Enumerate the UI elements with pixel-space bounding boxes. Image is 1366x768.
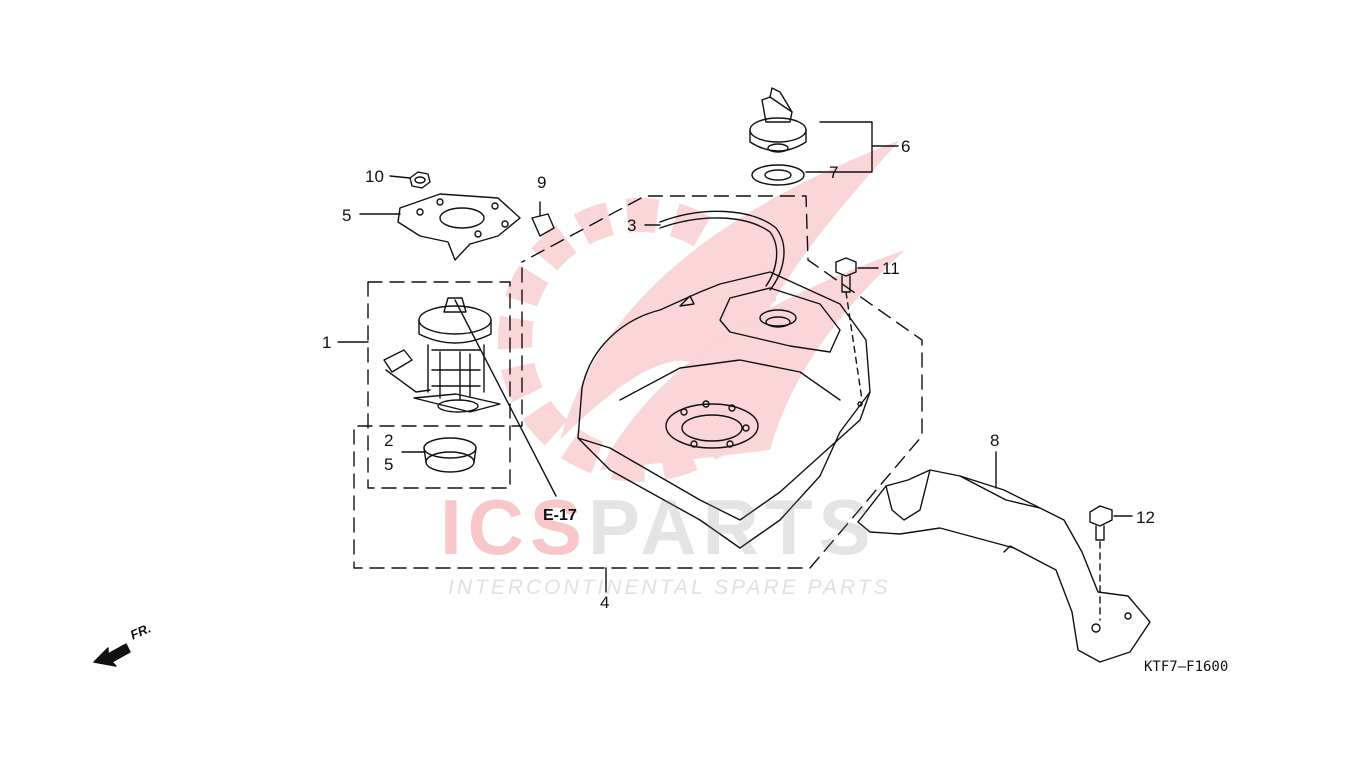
callout-5-seal: 5 [384,455,394,474]
cap-gasket [751,164,805,186]
pump-box-dashes [367,281,511,489]
watermark-subtitle: INTERCONTINENTAL SPARE PARTS [448,576,891,599]
bolt-11-dash [845,291,863,401]
watermark-emblem [498,140,905,482]
flange-nut [409,171,431,189]
ring-seal [659,210,785,291]
watermark-logo: ICSPARTS [440,488,877,566]
pump-seal [423,437,477,473]
callout-10: 10 [365,167,384,186]
callout-5-plate: 5 [342,206,352,225]
callout-3: 3 [627,216,637,235]
leader-pump-e17 [454,299,557,497]
setting-plate [397,193,521,261]
bolt-12 [1089,505,1113,541]
clip [531,201,555,237]
fuel-pump [383,297,501,413]
callout-7: 7 [829,163,839,182]
callout-2: 2 [384,431,394,450]
fuel-tank [577,271,871,549]
leader-10 [389,175,411,179]
reference-e17: E-17 [543,507,577,524]
front-direction-arrow [93,643,131,667]
fuel-cap [749,87,807,153]
tank-box-dashes [353,195,923,569]
callout-8: 8 [990,431,1000,450]
callout-6: 6 [901,137,911,156]
callout-1: 1 [322,333,332,352]
watermark-red-text: ICS [440,483,589,571]
callout-12: 12 [1136,508,1155,527]
watermark-gray-text: PARTS [588,483,877,571]
leader-6 [819,121,899,173]
tank-stay [857,469,1151,663]
diagram-code: KTF7—F1600 [1144,659,1229,675]
callout-9: 9 [537,173,547,192]
callout-4: 4 [600,593,610,612]
callout-11: 11 [882,259,900,278]
